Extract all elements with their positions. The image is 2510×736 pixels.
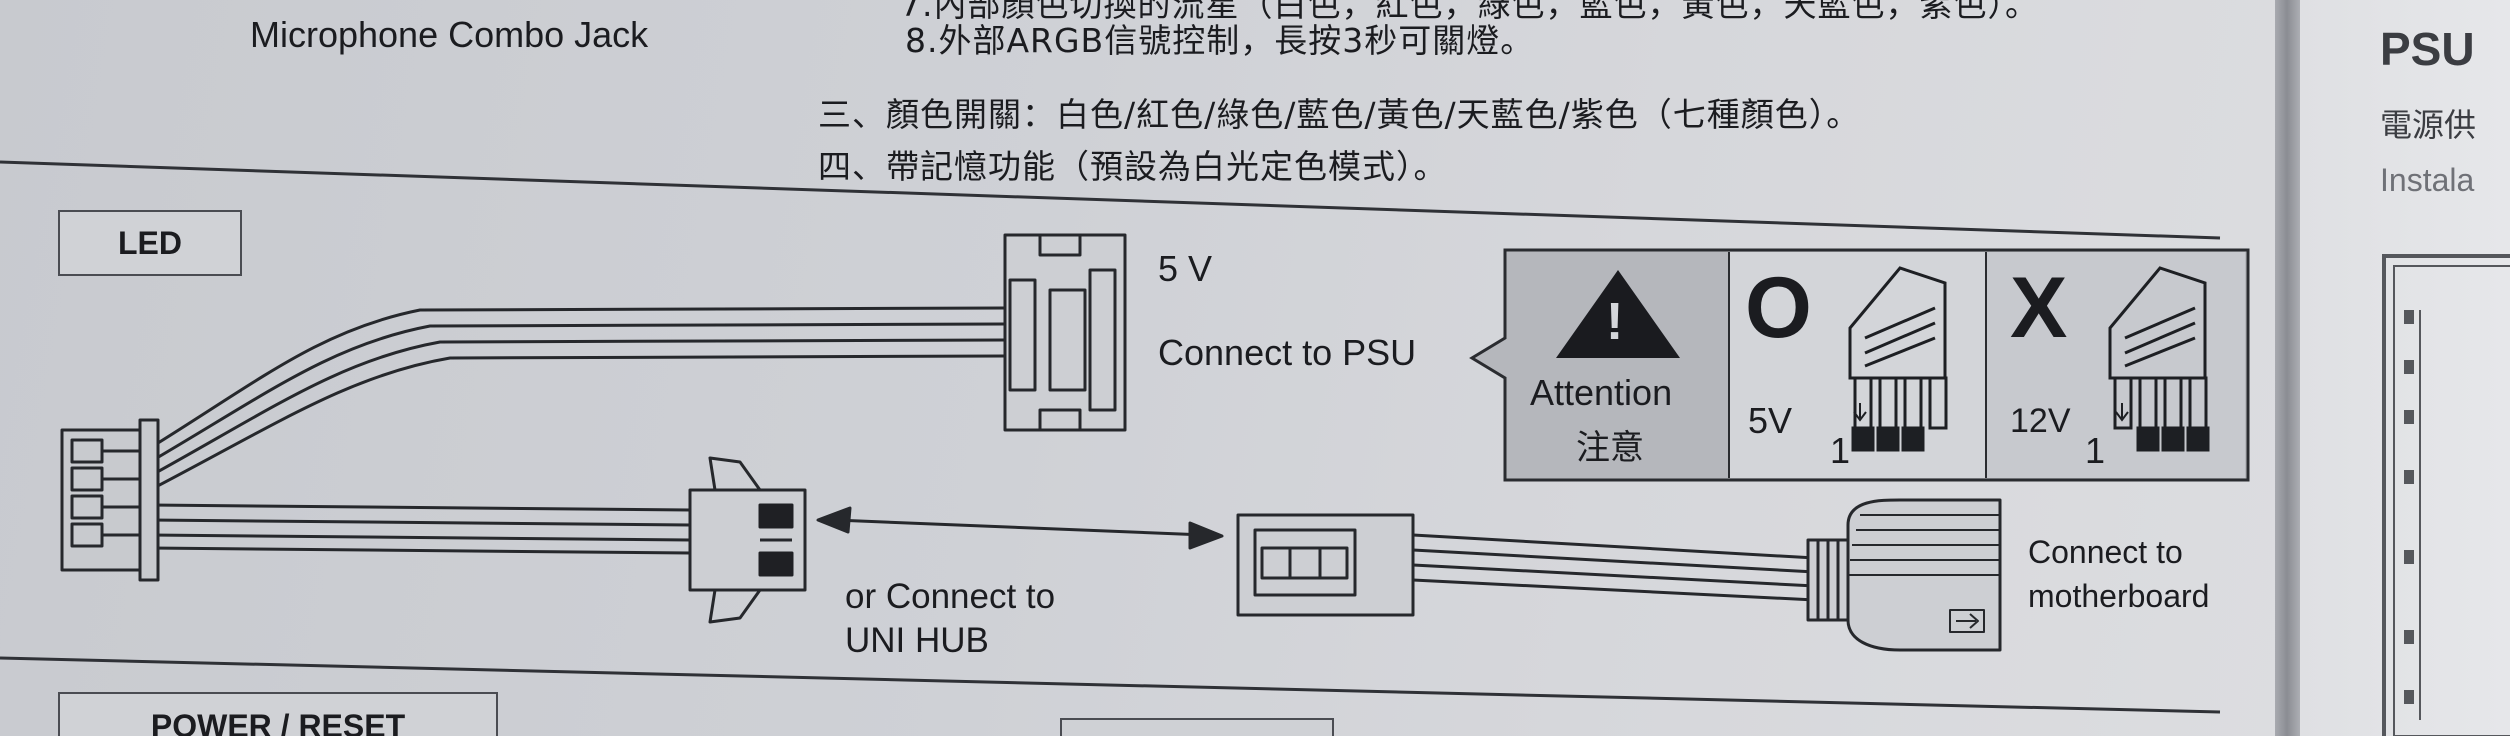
right-page-diagram xyxy=(2382,254,2510,736)
ok-symbol: O xyxy=(1745,260,1812,356)
ok-voltage-label: 5V xyxy=(1748,400,1793,441)
ok-pin-label: 1 xyxy=(1830,430,1851,471)
uni-hub-label-line2: UNI HUB xyxy=(845,621,989,660)
bad-voltage-label: 12V xyxy=(2010,402,2071,440)
next-section-box xyxy=(1060,718,1334,736)
warning-exclamation: ! xyxy=(1606,293,1624,351)
motherboard-label-line1: Connect to xyxy=(2028,534,2183,570)
instruction-line-3: 三、顏色開關：白色/紅色/綠色/藍色/黃色/天藍色/紫色（七種顏色）。 xyxy=(818,95,1861,134)
led-section-box: LED xyxy=(58,210,242,276)
manual-page: Microphone Combo Jack 7.內部顏色切換的流星（白色，紅色，… xyxy=(0,0,2290,736)
cable-diagram xyxy=(60,233,2002,652)
right-page-subtitle-cn: 電源供 xyxy=(2380,106,2477,144)
instruction-line-8: 8.外部ARGB信號控制，長按3秒可關燈。 xyxy=(905,21,1535,60)
attention-title: Attention xyxy=(1530,372,1673,413)
attention-title-cn: 注意 xyxy=(1576,428,1644,468)
motherboard-label-line2: motherboard xyxy=(2028,578,2210,614)
uni-hub-label-line1: or Connect to xyxy=(845,577,1056,616)
power-reset-section-box: POWER / RESET xyxy=(58,692,498,736)
psu-voltage-label: 5 V xyxy=(1158,248,1213,289)
bad-symbol: X xyxy=(2010,260,2068,356)
uni-hub-label: or Connect to UNI HUB xyxy=(845,575,1055,663)
right-page-heading: PSU xyxy=(2380,23,2475,75)
instruction-line-7: 7.內部顏色切換的流星（白色，紅色，綠色，藍色，黃色，天藍色，紫色）。 xyxy=(900,0,2039,24)
power-reset-section-label: POWER / RESET xyxy=(150,708,406,736)
section-dividers xyxy=(0,160,2221,714)
bad-pin-label: 1 xyxy=(2085,430,2106,471)
right-page: PSU 電源供 Instala xyxy=(2300,0,2510,736)
connect-to-psu-label: Connect to PSU xyxy=(1158,332,1417,373)
instruction-line-4: 四、帶記憶功能（預設為白光定色模式）。 xyxy=(818,147,1448,186)
motherboard-label: Connect to motherboard xyxy=(2028,530,2209,618)
warning-triangle-icon xyxy=(1556,270,1680,358)
microphone-combo-jack-label: Microphone Combo Jack xyxy=(250,14,649,55)
led-section-label: LED xyxy=(118,224,182,261)
attention-panel xyxy=(1469,248,2250,482)
right-page-subtitle: Instala xyxy=(2380,162,2475,198)
